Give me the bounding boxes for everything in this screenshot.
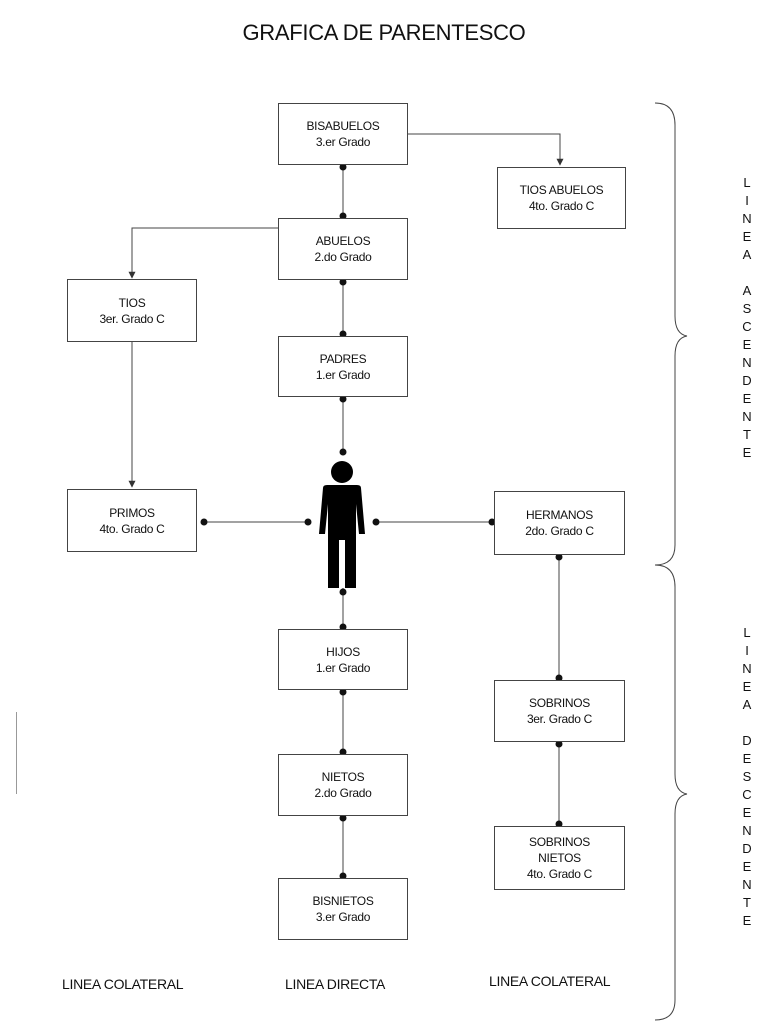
node-grade: 2do. Grado C (525, 524, 594, 538)
node-name: PADRES (319, 351, 367, 366)
side-letter: C (742, 787, 752, 802)
node-grade: 2.do Grado (314, 786, 372, 800)
side-letter: D (742, 841, 752, 856)
side-letter: E (742, 679, 752, 694)
side-letter: T (743, 895, 751, 910)
node-name: BISABUELOS (306, 119, 380, 133)
node-grade: 4to. Grado C (99, 521, 165, 536)
side-letter: A (742, 247, 752, 262)
side-letter: E (742, 337, 752, 352)
side-letter: E (742, 913, 752, 928)
side-letter: E (742, 859, 752, 874)
page-title: GRAFICA DE PARENTESCO (242, 20, 526, 45)
side-letter: N (742, 661, 752, 676)
node-name: TIOS (118, 295, 146, 310)
node-grade: 2.do Grado (314, 250, 372, 264)
side-letter: N (742, 823, 752, 838)
node-bisabuelos: BISABUELOS 3.er Grado (278, 103, 408, 165)
node-nietos: NIETOS 2.do Grado (278, 754, 408, 816)
side-letter: C (742, 319, 752, 334)
side-letter: S (742, 301, 752, 316)
node-hermanos: HERMANOS 2do. Grado C (494, 491, 625, 555)
node-name: HERMANOS (526, 508, 593, 522)
node-grade: 3er. Grado C (99, 311, 165, 326)
side-letter: N (742, 211, 752, 226)
side-letter: N (742, 409, 752, 424)
side-letter: E (742, 391, 752, 406)
side-letter: A (742, 697, 752, 712)
node-name-line2: NIETOS (538, 851, 581, 865)
node-name: TIOS ABUELOS (519, 183, 604, 197)
side-letter: E (742, 445, 752, 460)
node-grade: 3.er Grado (315, 135, 371, 149)
node-grade: 3er. Grado C (526, 712, 593, 726)
footer-linea-directa: LINEA DIRECTA (285, 976, 386, 992)
node-tios: TIOS 3er. Grado C (67, 279, 197, 342)
side-letter: A (742, 283, 752, 298)
node-name: BISNIETOS (312, 894, 374, 908)
node-grade: 4to. Grado C (528, 199, 595, 213)
node-name: SOBRINOS (529, 696, 590, 710)
person-icon (319, 461, 365, 588)
node-abuelos: ABUELOS 2.do Grado (278, 218, 408, 280)
link-bisabuelos-tiosabuelos (408, 133, 564, 166)
node-sobrinos-nietos: SOBRINOS NIETOS 4to. Grado C (494, 826, 625, 890)
node-grade: 3.er Grado (315, 910, 371, 924)
node-grade: 1.er Grado (315, 367, 371, 382)
node-grade: 4to. Grado C (526, 867, 593, 881)
footer-linea-colateral-left: LINEA COLATERAL (62, 976, 184, 992)
side-letter: N (742, 355, 752, 370)
node-name: PRIMOS (109, 505, 155, 520)
node-name-line1: SOBRINOS (529, 835, 590, 849)
node-grade: 1.er Grado (315, 660, 371, 675)
side-letter (737, 714, 757, 732)
node-primos: PRIMOS 4to. Grado C (67, 489, 197, 552)
brace-descendente (654, 564, 688, 1021)
side-letter: S (742, 769, 752, 784)
side-letter: N (742, 877, 752, 892)
node-name: NIETOS (321, 770, 365, 784)
side-letter: T (743, 427, 751, 442)
footer-linea-colateral-right: LINEA COLATERAL (489, 973, 611, 989)
link-abuelos-tios (128, 227, 278, 279)
node-sobrinos: SOBRINOS 3er. Grado C (494, 680, 625, 742)
side-letter: L (743, 175, 751, 190)
side-letter: E (742, 229, 752, 244)
brace-ascendente (654, 102, 688, 566)
side-letter: E (742, 751, 752, 766)
side-letter: D (742, 733, 752, 748)
side-letter: I (745, 193, 749, 208)
side-letter: I (745, 643, 749, 658)
side-letter: L (743, 625, 751, 640)
node-tios-abuelos: TIOS ABUELOS 4to. Grado C (497, 167, 626, 229)
node-bisnietos: BISNIETOS 3.er Grado (278, 878, 408, 940)
side-letter: D (742, 373, 752, 388)
node-name: HIJOS (326, 644, 360, 659)
left-margin-mark (16, 712, 17, 794)
side-letter (737, 264, 757, 282)
node-hijos: HIJOS 1.er Grado (278, 629, 408, 690)
side-letter: E (742, 805, 752, 820)
node-name: ABUELOS (315, 234, 371, 248)
node-padres: PADRES 1.er Grado (278, 336, 408, 397)
